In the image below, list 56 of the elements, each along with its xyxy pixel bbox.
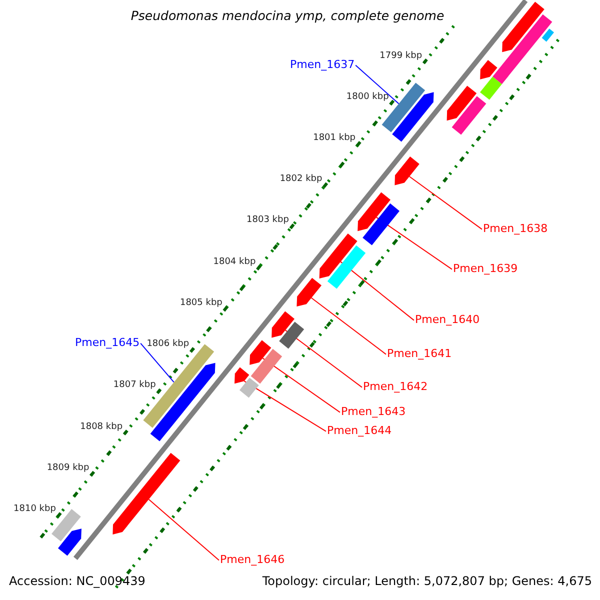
scale-label: 1801 kbp	[313, 132, 356, 144]
gene-feature	[480, 60, 498, 80]
gene-feature	[394, 156, 420, 186]
gene-label: Pmen_1645	[75, 337, 140, 350]
diagram-title: Pseudomonas mendocina ymp, complete genome	[130, 9, 446, 24]
gene-feature	[446, 86, 477, 121]
gene-label: Pmen_1639	[453, 263, 518, 276]
gene-feature	[358, 192, 390, 232]
leader-line	[140, 342, 174, 383]
gene-feature	[362, 203, 400, 246]
gene-label: Pmen_1642	[363, 381, 428, 394]
gene-feature	[392, 92, 434, 142]
gene-label: Pmen_1640	[415, 314, 480, 327]
scale-label: 1806 kbp	[146, 339, 190, 350]
gene-feature	[319, 234, 358, 278]
gene-feature	[58, 528, 82, 556]
leader-line	[340, 261, 414, 321]
scale-label: 1803 kbp	[246, 215, 289, 226]
leader-line	[376, 216, 452, 270]
genome-summary-text: Topology: circular; Length: 5,072,807 bp; Genes: 4,675	[262, 575, 592, 589]
gene-label: Pmen_1637	[290, 59, 355, 72]
gene-label: Pmen_1644	[327, 425, 392, 438]
gene-label: Pmen_1643	[341, 406, 406, 419]
gene-label: Pmen_1646	[220, 554, 285, 567]
scale-label: 1804 kbp	[213, 256, 256, 268]
scale-label: 1807 kbp	[113, 380, 156, 391]
scale-label: 1802 kbp	[280, 174, 322, 185]
scale-label: 1800 kbp	[346, 92, 389, 102]
gene-feature	[502, 2, 544, 52]
gene-label: Pmen_1641	[387, 348, 452, 361]
leader-line	[284, 330, 362, 388]
gene-label: Pmen_1638	[483, 223, 548, 236]
leader-line	[244, 380, 326, 432]
scale-label: 1810 kbp	[14, 504, 56, 514]
scale-label: 1809 kbp	[46, 462, 90, 474]
leader-line	[408, 176, 482, 230]
gene-feature	[296, 278, 322, 306]
leader-line	[148, 498, 220, 561]
gene-feature	[112, 452, 180, 534]
gene-feature	[250, 340, 272, 365]
leader-line	[355, 64, 400, 104]
scale-label: 1805 kbp	[180, 298, 222, 308]
gene-feature	[542, 28, 554, 42]
gene-feature	[240, 378, 259, 398]
gene-feature	[250, 348, 282, 384]
gene-feature	[492, 14, 552, 84]
gene-feature	[327, 245, 366, 289]
scale-label: 1808 kbp	[80, 422, 123, 432]
leader-line	[262, 358, 340, 413]
gene-feature	[279, 322, 304, 349]
leader-line	[310, 297, 386, 355]
accession-text: Accession: NC_009439	[9, 575, 146, 589]
gene-feature	[480, 76, 502, 100]
scale-label: 1799 kbp	[380, 50, 422, 61]
gene-feature	[272, 311, 294, 338]
gene-feature	[452, 96, 486, 135]
